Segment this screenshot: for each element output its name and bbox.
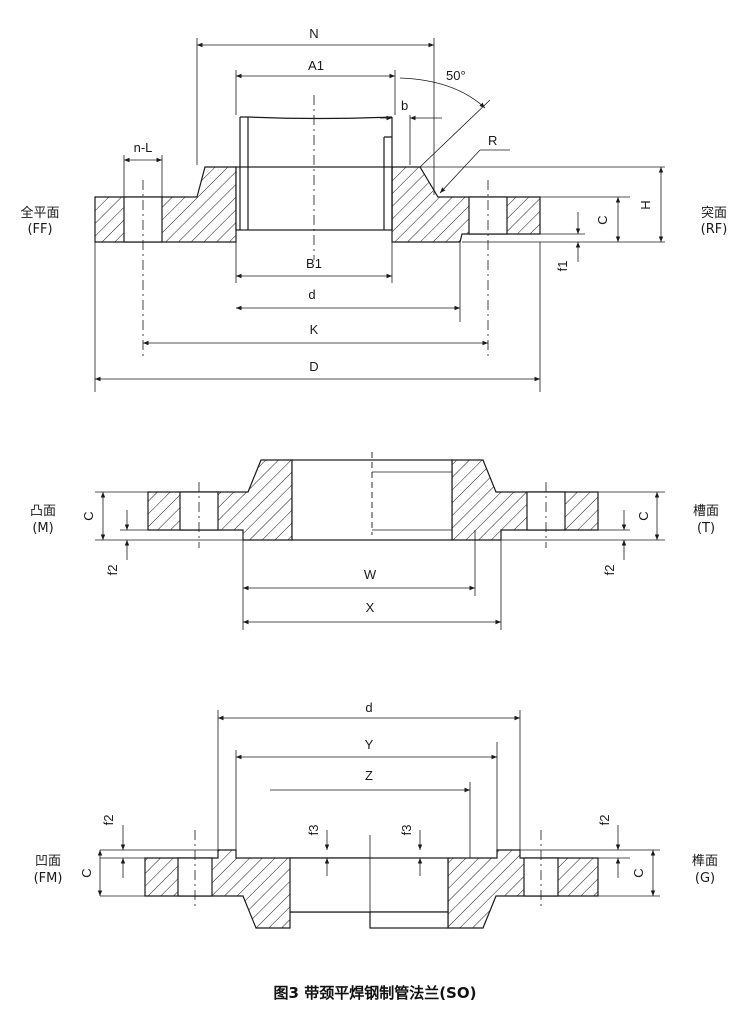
bot-dim-y-label: Y: [365, 737, 374, 752]
bot-dim-f2-right-label: f2: [597, 815, 612, 826]
mid-dim-f2-left-label: f2: [105, 565, 120, 576]
mid-dim-f2-right-label: f2: [602, 565, 617, 576]
dim-b1-label: B1: [306, 256, 322, 271]
mid-flange-right-section: [451, 459, 599, 541]
dim-c-label: C: [595, 215, 610, 224]
bot-dim-f2-left-label: f2: [101, 815, 116, 826]
bot-flange-right-section: [447, 849, 599, 929]
dim-angle-leg: [419, 99, 491, 168]
dim-r-leader: [439, 149, 481, 194]
bot-bore: [289, 857, 449, 913]
dim-angle-label: 50°: [446, 68, 466, 83]
bot-dim-f3-right-label: f3: [399, 825, 414, 836]
dim-nl-label: n-L: [134, 140, 153, 155]
bot-dim-d-label: d: [365, 700, 372, 715]
bot-right-face-code: (G): [695, 871, 715, 886]
top-pipe-left-wall: [239, 116, 249, 230]
bot-dim-f3-left-label: f3: [306, 825, 321, 836]
dim-a1-label: A1: [308, 58, 324, 73]
top-left-face-code: (FF): [27, 222, 52, 237]
dim-n-label: N: [309, 26, 318, 41]
dim-k-label: K: [310, 322, 319, 337]
top-pipe-taper: [247, 116, 393, 120]
bot-left-face-code: (FM): [34, 871, 63, 886]
mid-right-face-code: (T): [697, 521, 715, 536]
mid-left-face-code: (M): [32, 521, 53, 536]
figure-caption: 图3 带颈平焊钢制管法兰(SO): [274, 984, 477, 1002]
mid-dim-c-right-label: C: [636, 511, 651, 520]
top-left-face-name: 全平面: [20, 205, 59, 221]
bottom-view: d Y Z f2 C f3 f3 f2: [34, 700, 718, 929]
mid-dim-w-label: W: [364, 567, 377, 582]
bot-dim-c-left-label: C: [79, 868, 94, 877]
dim-b-label: b: [401, 98, 408, 113]
bot-dim-z-label: Z: [365, 768, 373, 783]
dim-r-label: R: [488, 133, 497, 148]
mid-left-face-name: 凸面: [30, 504, 56, 519]
bot-dim-c-right-label: C: [631, 868, 646, 877]
dim-f1-label: f1: [555, 261, 570, 272]
mid-flange-left-section: [147, 459, 293, 541]
bot-right-face-name: 榫面: [692, 854, 718, 869]
bot-left-face-name: 凹面: [35, 854, 61, 869]
dim-dd-label: D: [309, 359, 318, 374]
top-view: N A1 50° b R n-L H C f1: [20, 26, 727, 392]
top-pipe-right-wall: [383, 117, 393, 230]
top-flange-left-section: [94, 166, 237, 243]
middle-view: C f2 C f2 W X 凸面 (M) 槽面 (T): [30, 452, 719, 630]
mid-dim-x-label: X: [366, 600, 375, 615]
dim-d-label: d: [308, 287, 315, 302]
dim-angle-arc: [399, 77, 486, 109]
dim-h-label: H: [638, 200, 653, 209]
top-flange-right-section: [391, 166, 541, 243]
bot-bore-lower: [369, 911, 449, 929]
mid-right-face-name: 槽面: [693, 504, 719, 519]
mid-dim-c-left-label: C: [81, 511, 96, 520]
top-right-face-code: (RF): [701, 222, 728, 237]
top-right-face-name: 突面: [701, 205, 727, 221]
